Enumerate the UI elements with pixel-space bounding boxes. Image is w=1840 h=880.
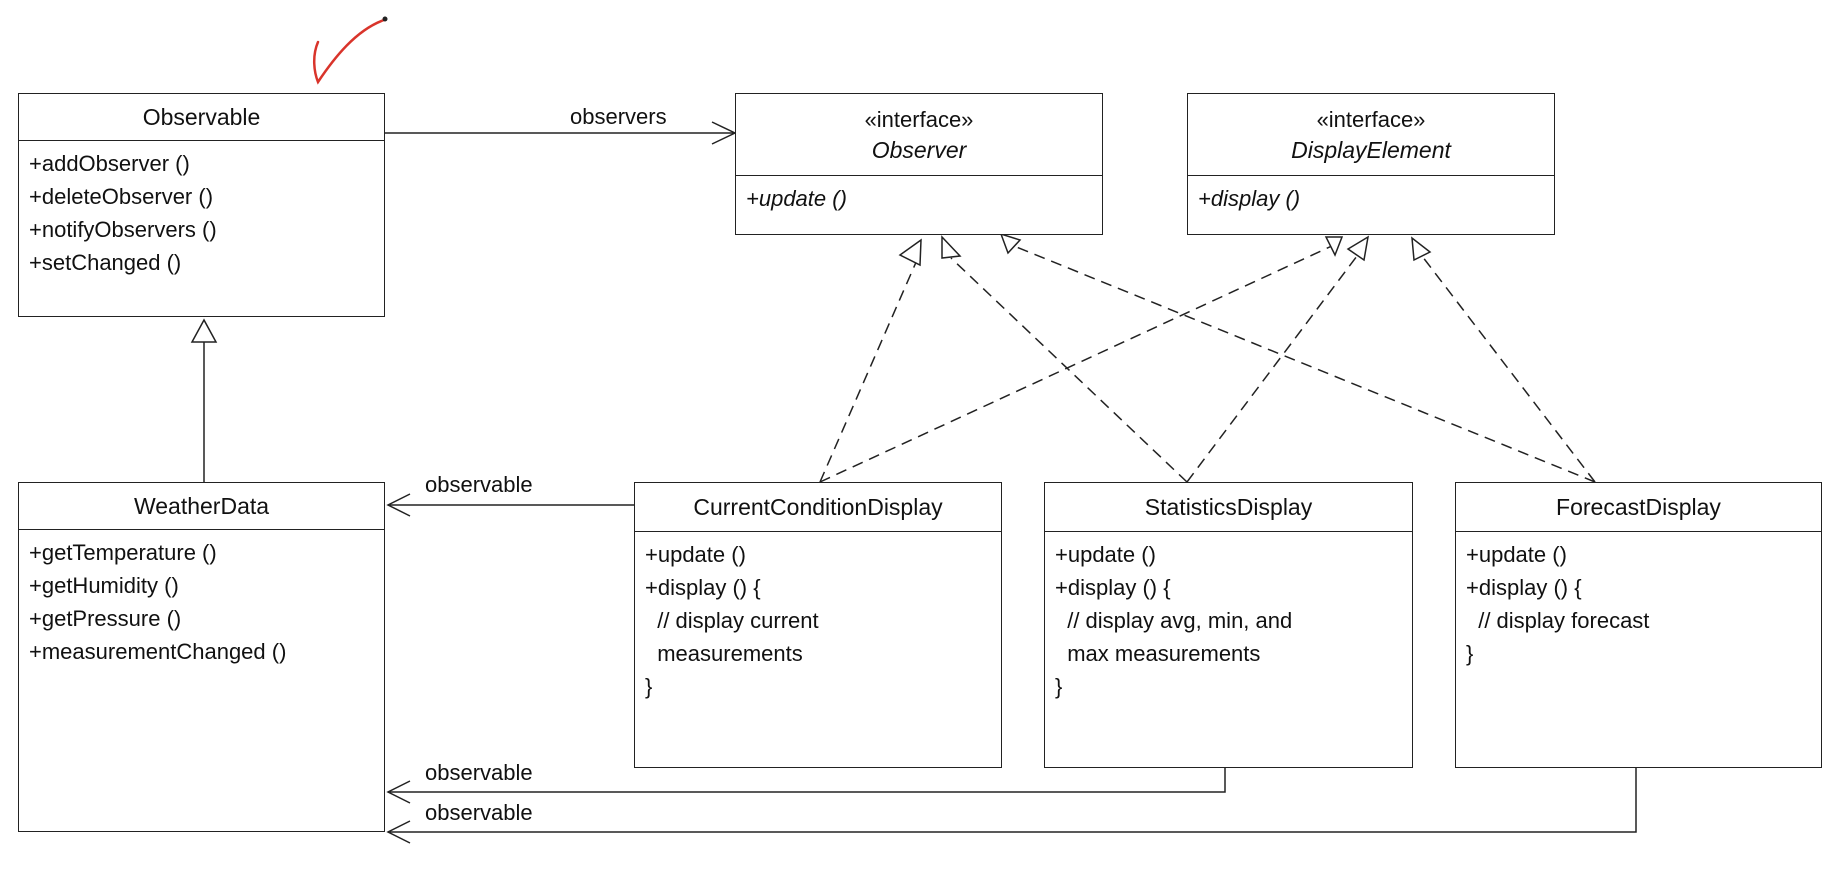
class-current-condition-display-methods: +update () +display () { // display curr… <box>635 532 1001 703</box>
class-name: Observer <box>871 136 967 163</box>
arrowhead-statistics-observer <box>941 235 962 259</box>
method: } <box>645 674 653 699</box>
class-name: StatisticsDisplay <box>1144 493 1313 520</box>
method: +getTemperature () <box>29 540 217 565</box>
class-forecast-display-methods: +update () +display () { // display fore… <box>1456 532 1821 670</box>
arrowhead-current-displayelement <box>1324 236 1344 257</box>
interface-observer-header: «interface» Observer <box>736 94 1102 176</box>
method: max measurements <box>1055 641 1261 666</box>
class-statistics-display[interactable]: StatisticsDisplay +update () +display ()… <box>1044 482 1413 768</box>
class-statistics-display-header: StatisticsDisplay <box>1045 483 1412 532</box>
class-weather-data-header: WeatherData <box>19 483 384 530</box>
interface-display-element-methods: +display () <box>1188 176 1554 215</box>
arrowhead-statistics-displayelement <box>1346 235 1370 262</box>
method: +update () <box>645 542 746 567</box>
class-current-condition-display[interactable]: CurrentConditionDisplay +update () +disp… <box>634 482 1002 768</box>
label-observable-forecast: observable <box>425 800 533 825</box>
checkmark-icon <box>313 16 388 85</box>
method: +deleteObserver () <box>29 184 214 209</box>
label-observable-statistics: observable <box>425 760 533 785</box>
method: // display forecast <box>1466 608 1650 633</box>
class-name: WeatherData <box>133 492 270 519</box>
realization-current-observer <box>819 259 918 483</box>
association-observable-statistics <box>386 768 1226 804</box>
method: +display () { <box>1466 575 1582 600</box>
class-observable-header: Observable <box>19 94 384 141</box>
method: +display () <box>1198 186 1301 211</box>
association-observable-forecast <box>386 768 1637 844</box>
realization-statistics-displayelement <box>1186 255 1358 483</box>
method: +addObserver () <box>29 151 190 176</box>
association-observable-current <box>386 493 634 517</box>
interface-display-element-header: «interface» DisplayElement <box>1188 94 1554 176</box>
class-current-condition-display-header: CurrentConditionDisplay <box>635 483 1001 532</box>
method: +update () <box>746 186 847 211</box>
method: // display avg, min, and <box>1055 608 1293 633</box>
method: +notifyObservers () <box>29 217 217 242</box>
realization-current-displayelement <box>819 244 1335 483</box>
realization-forecast-displayelement <box>1421 255 1596 483</box>
method: +display () { <box>1055 575 1171 600</box>
interface-observer[interactable]: «interface» Observer +update () <box>735 93 1103 235</box>
arrowhead-forecast-displayelement <box>1411 236 1432 262</box>
class-name: DisplayElement <box>1291 136 1451 163</box>
class-forecast-display-header: ForecastDisplay <box>1456 483 1821 532</box>
generalization-weatherdata-observable <box>190 318 218 482</box>
class-weather-data[interactable]: WeatherData +getTemperature () +getHumid… <box>18 482 385 832</box>
interface-observer-methods: +update () <box>736 176 1102 215</box>
method: measurements <box>645 641 803 666</box>
method: } <box>1055 674 1063 699</box>
method: +update () <box>1055 542 1156 567</box>
class-weather-data-methods: +getTemperature () +getHumidity () +getP… <box>19 530 384 668</box>
method: } <box>1466 641 1474 666</box>
class-forecast-display[interactable]: ForecastDisplay +update () +display () {… <box>1455 482 1822 768</box>
class-name: ForecastDisplay <box>1556 493 1721 520</box>
stereotype: «interface» <box>1316 106 1426 132</box>
arrowhead-forecast-observer <box>999 232 1022 255</box>
realization-forecast-observer <box>1013 245 1596 483</box>
stereotype: «interface» <box>864 106 974 132</box>
method: +measurementChanged () <box>29 639 287 664</box>
label-observers: observers <box>570 104 667 129</box>
method: +getPressure () <box>29 606 182 631</box>
interface-display-element[interactable]: «interface» DisplayElement +display () <box>1187 93 1555 235</box>
realization-arrowheads <box>898 232 1432 267</box>
class-name: CurrentConditionDisplay <box>693 493 943 520</box>
class-observable-methods: +addObserver () +deleteObserver () +noti… <box>19 141 384 279</box>
method: // display current <box>645 608 819 633</box>
class-name: Observable <box>142 103 261 130</box>
realization-statistics-observer <box>950 257 1188 483</box>
method: +getHumidity () <box>29 573 179 598</box>
arrowhead-current-observer <box>898 238 922 267</box>
class-statistics-display-methods: +update () +display () { // display avg,… <box>1045 532 1412 703</box>
association-observers <box>385 121 737 145</box>
method: +display () { <box>645 575 761 600</box>
method: +setChanged () <box>29 250 182 275</box>
label-observable-current: observable <box>425 472 533 497</box>
method: +update () <box>1466 542 1567 567</box>
realization-lines <box>819 244 1596 483</box>
class-observable[interactable]: Observable +addObserver () +deleteObserv… <box>18 93 385 317</box>
